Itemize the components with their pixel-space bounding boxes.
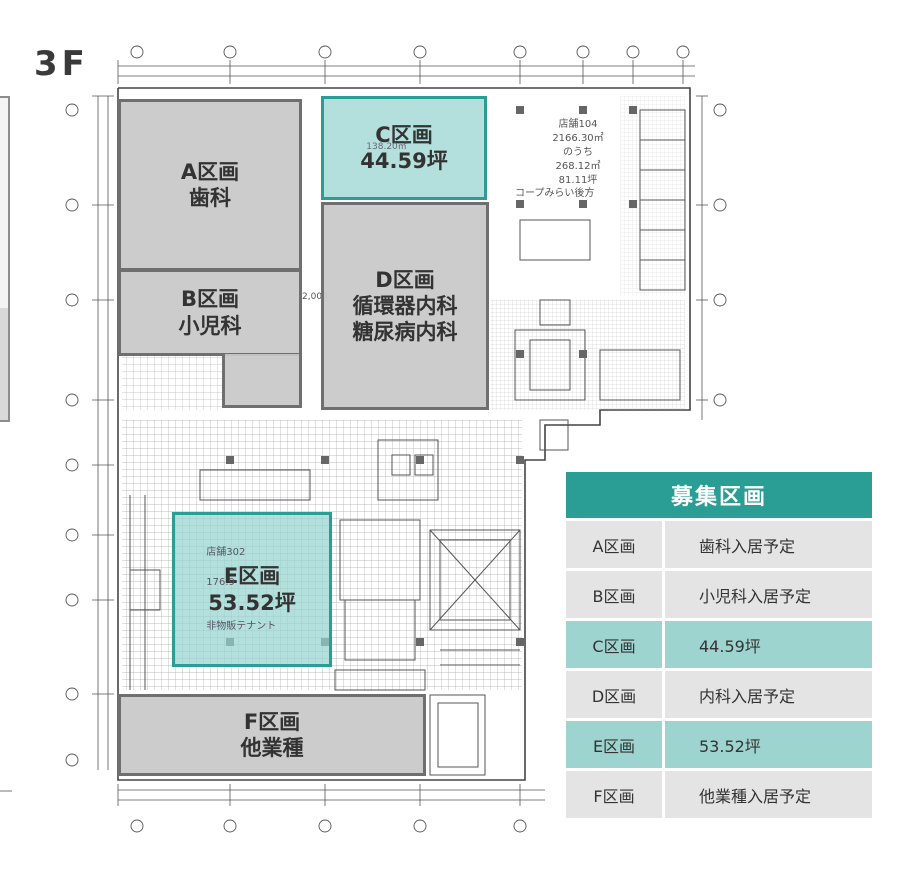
zone-f-use: 他業種 [240,736,304,760]
table-title: 募集区画 [566,472,872,518]
recruitment-table: 募集区画 A区画 歯科入居予定 B区画 小児科入居予定 C区画 44.59坪 D区画 内科入居… [566,472,872,818]
zone-b-lower [222,354,302,408]
table-row: E区画 53.52坪 [566,718,872,768]
zone-b[interactable]: B区画 小児科 [118,269,302,356]
zone-e[interactable]: 店舗302 176.9 E区画 53.52坪 非物販テナント [172,512,332,667]
table-row: F区画 他業種入居予定 [566,768,872,818]
table-cell-zone: C区画 [566,621,665,668]
table-cell-zone: A区画 [566,521,665,568]
store302-label: 店舗302 [206,547,246,559]
nonproduct-label: 非物販テナント [206,621,277,633]
zone-d-use-1: 循環器内科 [352,293,458,318]
zone-e-title: E区画 [223,564,281,589]
table-cell-zone: D区画 [566,671,665,718]
store104-note: 店舗104 2166.30㎡ のうち 268.12㎡ 81.11坪 [552,119,604,186]
zone-f[interactable]: F区画 他業種 [118,694,426,776]
zone-f-title: F区画 [243,709,301,734]
zone-a-title: A区画 [180,159,240,184]
table-cell-status: 他業種入居予定 [699,786,812,806]
table-row: B区画 小児科入居予定 [566,568,872,618]
floor-label: 3F [34,44,89,84]
table-cell-zone: E区画 [566,721,665,768]
zone-b-title: B区画 [180,287,239,312]
table-cell-status: 44.59坪 [699,636,761,656]
adjacent-plan-edge [0,96,10,422]
table-cell-zone: F区画 [566,771,665,818]
divider [0,790,12,792]
zone-c[interactable]: 138.20㎡ C区画 44.59坪 [321,96,487,200]
dimension-2000: 2,000 [302,292,328,302]
table-row: A区画 歯科入居予定 [566,518,872,568]
zone-b-use: 小児科 [178,313,242,338]
zone-c-area: 44.59坪 [360,149,448,173]
coop-note: コープみらい後方 [515,188,595,199]
store302-area: 176.9 [206,577,235,589]
zone-d-use-2: 糖尿病内科 [352,320,458,345]
table-cell-zone: B区画 [566,571,665,618]
table-cell-status: 小児科入居予定 [699,586,812,606]
table-row: D区画 内科入居予定 [566,668,872,718]
table-cell-status: 53.52坪 [699,736,761,756]
zone-a[interactable]: A区画 歯科 [118,99,302,271]
table-row: C区画 44.59坪 [566,618,872,668]
zone-c-title: C区画 [375,122,433,147]
table-cell-status: 歯科入居予定 [699,536,796,556]
zone-c-hidden-area: 138.20㎡ [366,141,407,152]
zone-d-title: D区画 [375,267,435,292]
zone-e-area: 53.52坪 [208,590,296,615]
zone-a-use: 歯科 [188,186,231,210]
zone-d[interactable]: D区画 循環器内科 糖尿病内科 [321,202,489,410]
table-cell-status: 内科入居予定 [699,686,796,706]
